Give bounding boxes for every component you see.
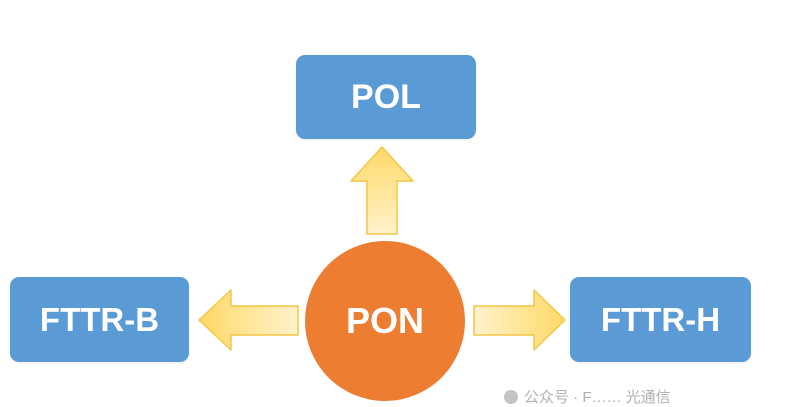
arrow-right-to-fttr-h — [473, 289, 566, 351]
node-fttr-b: FTTR-B — [10, 277, 189, 362]
watermark: 公众号 · F…… 光通信 — [504, 386, 671, 407]
node-pol-label: POL — [351, 77, 421, 116]
node-pol: POL — [296, 55, 476, 139]
arrow-left-to-fttr-b — [198, 289, 299, 351]
node-fttr-h-label: FTTR-H — [600, 300, 721, 338]
node-pon-center: PON — [305, 241, 465, 401]
node-fttr-b-label: FTTR-B — [39, 300, 160, 338]
wechat-account-icon — [504, 389, 518, 404]
node-fttr-h: FTTR-H — [570, 277, 751, 362]
node-pon-label: PON — [345, 300, 424, 341]
watermark-text: 公众号 · F…… 光通信 — [524, 389, 671, 406]
arrow-up-to-pol — [350, 146, 414, 235]
